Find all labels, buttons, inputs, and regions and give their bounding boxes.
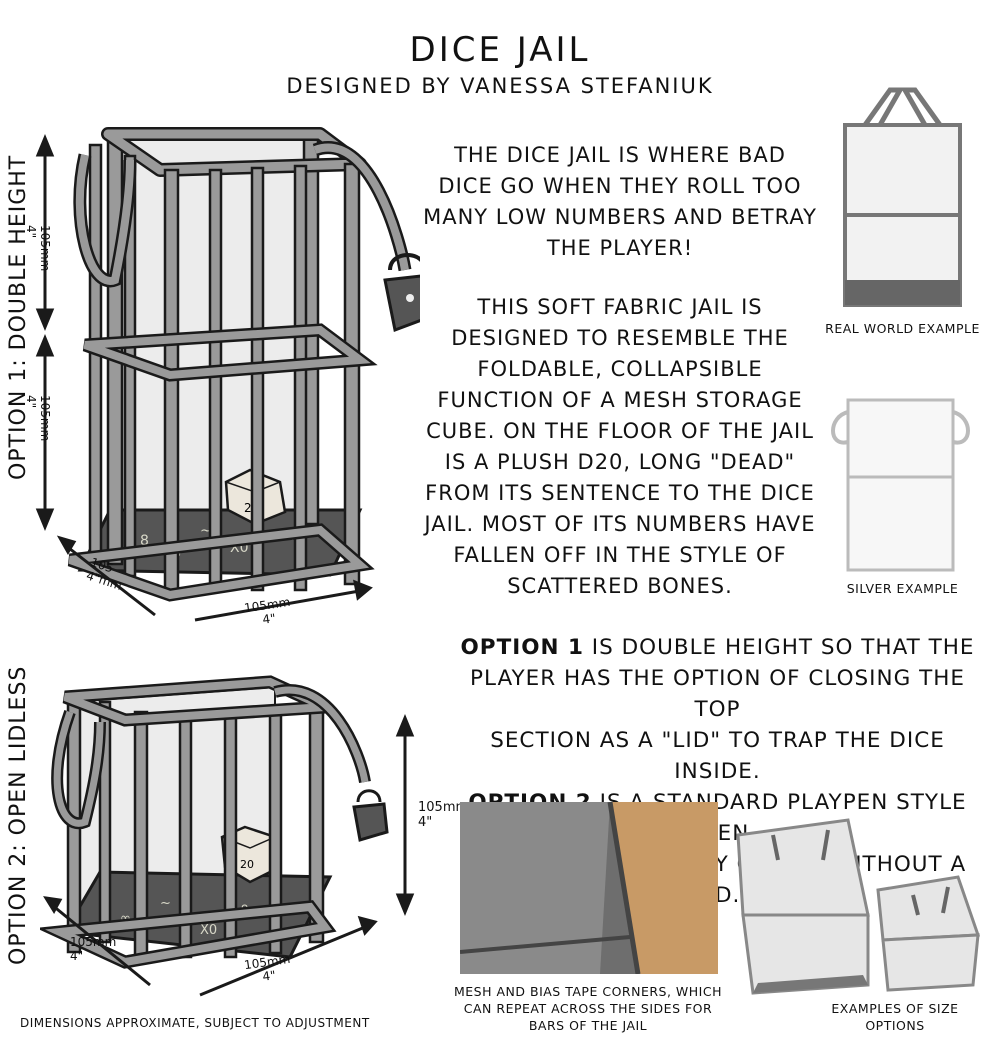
description-line: CUBE. ON THE FLOOR OF THE JAIL: [426, 419, 814, 443]
footer-note: DIMENSIONS APPROXIMATE, SUBJECT TO ADJUS…: [20, 1016, 370, 1030]
option2-jail-illustration: ∞X0∩~ 20: [40, 675, 389, 969]
die-face-number: 20: [240, 858, 254, 871]
caption-line: EXAMPLES OF SIZE: [831, 1001, 959, 1016]
intro-paragraph: THE DICE JAIL IS WHERE BAD DICE GO WHEN …: [420, 140, 820, 264]
size-options-photo: [736, 818, 981, 995]
intro-line: MANY LOW NUMBERS AND BETRAY: [423, 205, 817, 229]
padlock-icon: [352, 789, 389, 842]
description-line: DESIGNED TO RESEMBLE THE: [451, 326, 789, 350]
caption-real-world: REAL WORLD EXAMPLE: [825, 321, 980, 336]
description-line: IS A PLUSH D20, LONG "DEAD": [444, 450, 796, 474]
caption-size-options: EXAMPLES OF SIZE OPTIONS: [820, 1000, 970, 1034]
description-paragraph: THIS SOFT FABRIC JAIL IS DESIGNED TO RES…: [420, 292, 820, 602]
svg-text:X0: X0: [200, 923, 217, 938]
dim-mm: 105mm: [418, 800, 469, 815]
page-subtitle: DESIGNED BY VANESSA STEFANIUK: [286, 74, 714, 98]
dim-in: 4": [418, 815, 433, 830]
real-world-example-photo: [843, 87, 962, 307]
caption-mesh-corners: MESH AND BIAS TAPE CORNERS, WHICH CAN RE…: [448, 983, 728, 1034]
option2-label: OPTION 2: OPEN LIDLESS: [6, 665, 31, 965]
caption-line: OPTIONS: [865, 1018, 925, 1033]
description-line: FUNCTION OF A MESH STORAGE: [437, 388, 803, 412]
description-line: SCATTERED BONES.: [507, 574, 733, 598]
option1-dimensions: [35, 134, 373, 622]
option1-emphasis: OPTION 1: [460, 635, 584, 660]
svg-text:~: ~: [200, 523, 212, 539]
dim-in: 4": [24, 395, 38, 409]
page-title: DICE JAIL: [409, 30, 591, 70]
caption-line: MESH AND BIAS TAPE CORNERS, WHICH: [454, 984, 722, 999]
caption-line: CAN REPEAT ACROSS THE SIDES FOR: [463, 1001, 713, 1016]
dim-mm: 105mm: [38, 395, 52, 442]
intro-line: THE PLAYER!: [546, 236, 694, 260]
options-line: PLAYER HAS THE OPTION OF CLOSING THE TOP: [470, 666, 965, 722]
description-line: JAIL. MOST OF ITS NUMBERS HAVE: [424, 512, 816, 536]
option1-jail-illustration: 8∞X0∩~ 20: [67, 127, 420, 602]
front-bars: [66, 695, 325, 959]
description-line: THIS SOFT FABRIC JAIL IS: [477, 295, 763, 319]
intro-line: THE DICE JAIL IS WHERE BAD: [454, 143, 786, 167]
caption-silver: SILVER EXAMPLE: [846, 581, 959, 596]
caption-line: BARS OF THE JAIL: [528, 1018, 648, 1033]
description-line: FROM ITS SENTENCE TO THE DICE: [425, 481, 815, 505]
svg-text:~: ~: [160, 896, 171, 911]
silver-example-photo: [831, 398, 970, 572]
dim-in: 4": [24, 225, 38, 239]
svg-text:8: 8: [140, 533, 149, 549]
dim-in: 4": [70, 949, 84, 963]
options-line: SECTION AS A "LID" TO TRAP THE DICE INSI…: [490, 728, 945, 784]
svg-text:∞: ∞: [120, 911, 131, 926]
option2-dimensions: [43, 714, 415, 997]
description-line: FOLDABLE, COLLAPSIBLE: [477, 357, 763, 381]
dim-mm: 105mm: [38, 225, 52, 272]
intro-line: DICE GO WHEN THEY ROLL TOO: [438, 174, 802, 198]
options-text: IS DOUBLE HEIGHT SO THAT THE: [583, 635, 975, 660]
options-line: OPTION 1 IS DOUBLE HEIGHT SO THAT THE: [445, 632, 990, 663]
padlock-icon: [383, 253, 420, 333]
dim-mm: 105mm: [70, 935, 117, 949]
mesh-corner-photo: [460, 802, 718, 974]
description-line: FALLEN OFF IN THE STYLE OF: [453, 543, 787, 567]
